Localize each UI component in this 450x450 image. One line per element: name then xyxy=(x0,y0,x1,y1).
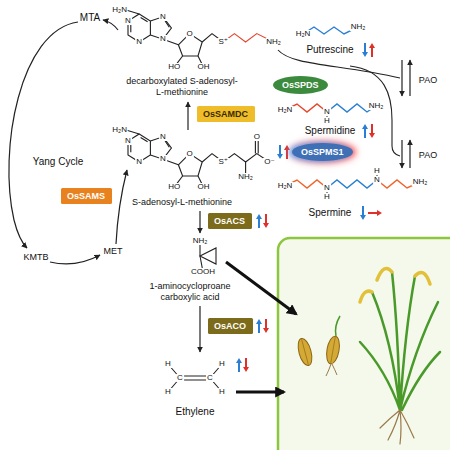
metabolite-label: decarboxylated S-adenosyl-L-methionine xyxy=(126,76,238,98)
shape-fill xyxy=(292,143,353,161)
cycle-label: Yang Cycle xyxy=(33,156,83,168)
atom-label: H xyxy=(164,360,172,368)
atom-label: N xyxy=(323,184,331,192)
reaction-arrow xyxy=(187,102,188,130)
enzyme-box: OsACO xyxy=(208,318,253,334)
atom-label: S⁺ xyxy=(217,158,229,166)
atom-label: H xyxy=(218,388,226,396)
dcsam-structure xyxy=(125,10,273,67)
spermine-structure xyxy=(285,171,420,197)
metabolite-label: S-adenosyl-L-methionine xyxy=(132,197,232,208)
atom-label: C xyxy=(206,374,214,382)
atom-label: N xyxy=(373,176,381,184)
enzyme-name: OsSAMDC xyxy=(203,110,255,119)
rice-plant-illustration xyxy=(360,268,440,444)
reaction-arrow xyxy=(103,20,118,30)
atom-label: OH xyxy=(197,63,211,71)
enzyme-box: OsSAMDC xyxy=(197,106,255,122)
reaction-arrow xyxy=(50,255,100,264)
ethylene-structure xyxy=(168,364,222,392)
metabolite-label: MET xyxy=(104,246,123,257)
sam-structure xyxy=(125,130,269,187)
atom-label: O xyxy=(185,30,193,38)
atom-label: NH₂ xyxy=(237,173,254,181)
atom-label: H₂N xyxy=(111,126,128,134)
atom-label: H₂N xyxy=(111,6,128,14)
regulation-arrows xyxy=(236,43,382,372)
atom-label: N xyxy=(159,35,167,43)
metabolite-label: KMTB xyxy=(23,252,48,263)
atom-label: N xyxy=(135,158,143,166)
atom-label: NH₂ xyxy=(412,178,429,186)
atom-label: H xyxy=(323,193,331,201)
effect-arrow xyxy=(236,391,284,394)
atom-label: O xyxy=(253,133,261,141)
enzyme-name: OsSPDS xyxy=(282,81,328,90)
enzyme-ellipse: OsSPMS1 xyxy=(292,143,353,161)
metabolite-label: MTA xyxy=(80,12,100,24)
reaction-arrow xyxy=(116,170,127,244)
atom-label: H xyxy=(218,360,226,368)
atom-label: C xyxy=(176,374,184,382)
atom-label: N xyxy=(159,13,167,21)
metabolite-label: Spermidine xyxy=(305,125,356,137)
enzyme-label: PAO xyxy=(419,75,437,86)
atom-label: S⁺ xyxy=(217,38,229,46)
atom-label: H₂N xyxy=(295,30,312,38)
atom-label: O⁻ xyxy=(263,158,275,166)
enzyme-label: PAO xyxy=(419,150,437,161)
metabolite-label: 1-aminocycloproane carboxylic acid xyxy=(140,281,240,303)
plant-panel xyxy=(278,238,450,450)
atom-label: NH₂ xyxy=(350,23,367,31)
atom-label: N xyxy=(323,108,331,116)
atom-label: O xyxy=(185,150,193,158)
atom-label: H xyxy=(164,388,172,396)
reaction-arrow xyxy=(401,60,402,96)
atom-label: COOH xyxy=(190,268,216,276)
shape-fill xyxy=(197,106,255,122)
enzyme-name: OsSAMS xyxy=(67,192,112,201)
effect-arrow xyxy=(226,262,296,314)
reaction-arrow xyxy=(401,140,402,168)
atom-label: N xyxy=(159,155,167,163)
reaction-arrow xyxy=(409,140,410,168)
atom-label: HO xyxy=(167,183,181,191)
metabolite-label: Spermine xyxy=(309,207,352,219)
enzyme-box: OsACS xyxy=(208,213,252,229)
atom-label: N xyxy=(135,38,143,46)
shape-fill xyxy=(208,213,252,229)
atom-label: NH₂ xyxy=(265,38,282,46)
atom-label: N xyxy=(124,17,132,25)
atom-label: H xyxy=(323,117,331,125)
reaction-arrow xyxy=(199,211,200,233)
metabolite-label: Ethylene xyxy=(176,406,215,418)
yang-cycle-arc xyxy=(9,22,78,248)
enzyme-name: OsACO xyxy=(214,322,253,331)
reaction-arrow xyxy=(199,306,200,352)
atom-label: N xyxy=(159,133,167,141)
atom-label: OH xyxy=(197,183,211,191)
seed-illustration xyxy=(296,316,342,376)
atom-label: N xyxy=(124,137,132,145)
shape-fill xyxy=(61,188,112,204)
atom-label: NH₂ xyxy=(192,237,209,245)
reaction-arrow xyxy=(409,60,410,96)
enzyme-name: OsSPMS1 xyxy=(301,148,353,157)
atom-label: NH₂ xyxy=(368,102,385,110)
atom-label: H xyxy=(373,167,381,175)
shape-fill xyxy=(273,76,328,94)
atom-label: H₂N xyxy=(277,182,294,190)
enzyme-box: OsSAMS xyxy=(61,188,112,204)
aminopropyl-transfer-curve xyxy=(350,66,400,156)
metabolite-label: Putrescine xyxy=(306,44,353,56)
atom-label: HO xyxy=(167,63,181,71)
atom-label: H₂N xyxy=(277,106,294,114)
enzyme-ellipse: OsSPDS xyxy=(273,76,328,94)
enzyme-name: OsACS xyxy=(214,217,252,226)
shape-fill xyxy=(208,318,253,334)
